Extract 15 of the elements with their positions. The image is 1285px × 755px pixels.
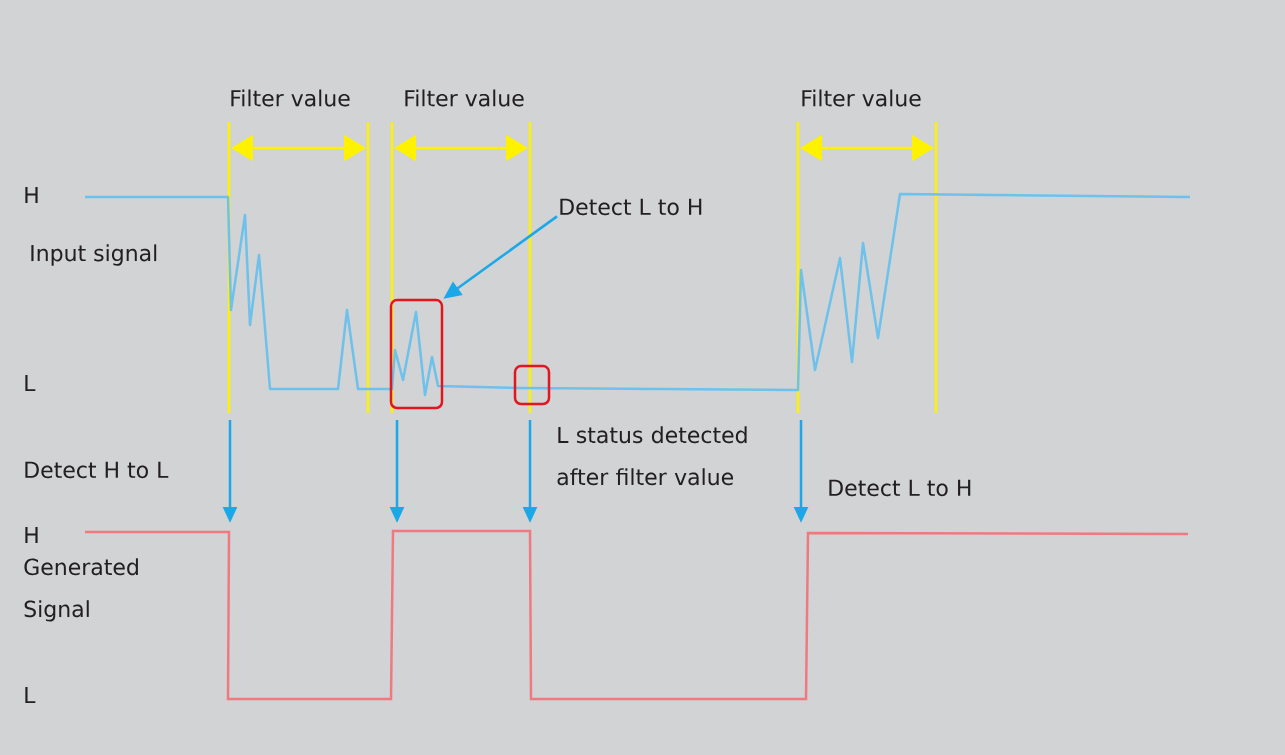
label-text: Filter value <box>802 89 921 107</box>
label-text: Filter value <box>405 89 524 107</box>
label-text: Detect L to H <box>829 479 971 497</box>
label-text: L status detected after filter value <box>557 426 747 486</box>
label-text: Generated Signal <box>24 558 138 622</box>
label-text: Filter value <box>231 89 350 107</box>
label-text: Detect H to L <box>25 461 169 479</box>
label-text: L <box>25 375 36 391</box>
label-text: H <box>25 527 38 544</box>
label-text: H <box>25 187 38 203</box>
highlight-box <box>389 298 444 410</box>
highlight-box <box>513 364 551 406</box>
callout-text: Detect L to H <box>560 198 702 216</box>
label-text: Input signal <box>31 244 157 266</box>
label-text: L <box>25 687 36 704</box>
